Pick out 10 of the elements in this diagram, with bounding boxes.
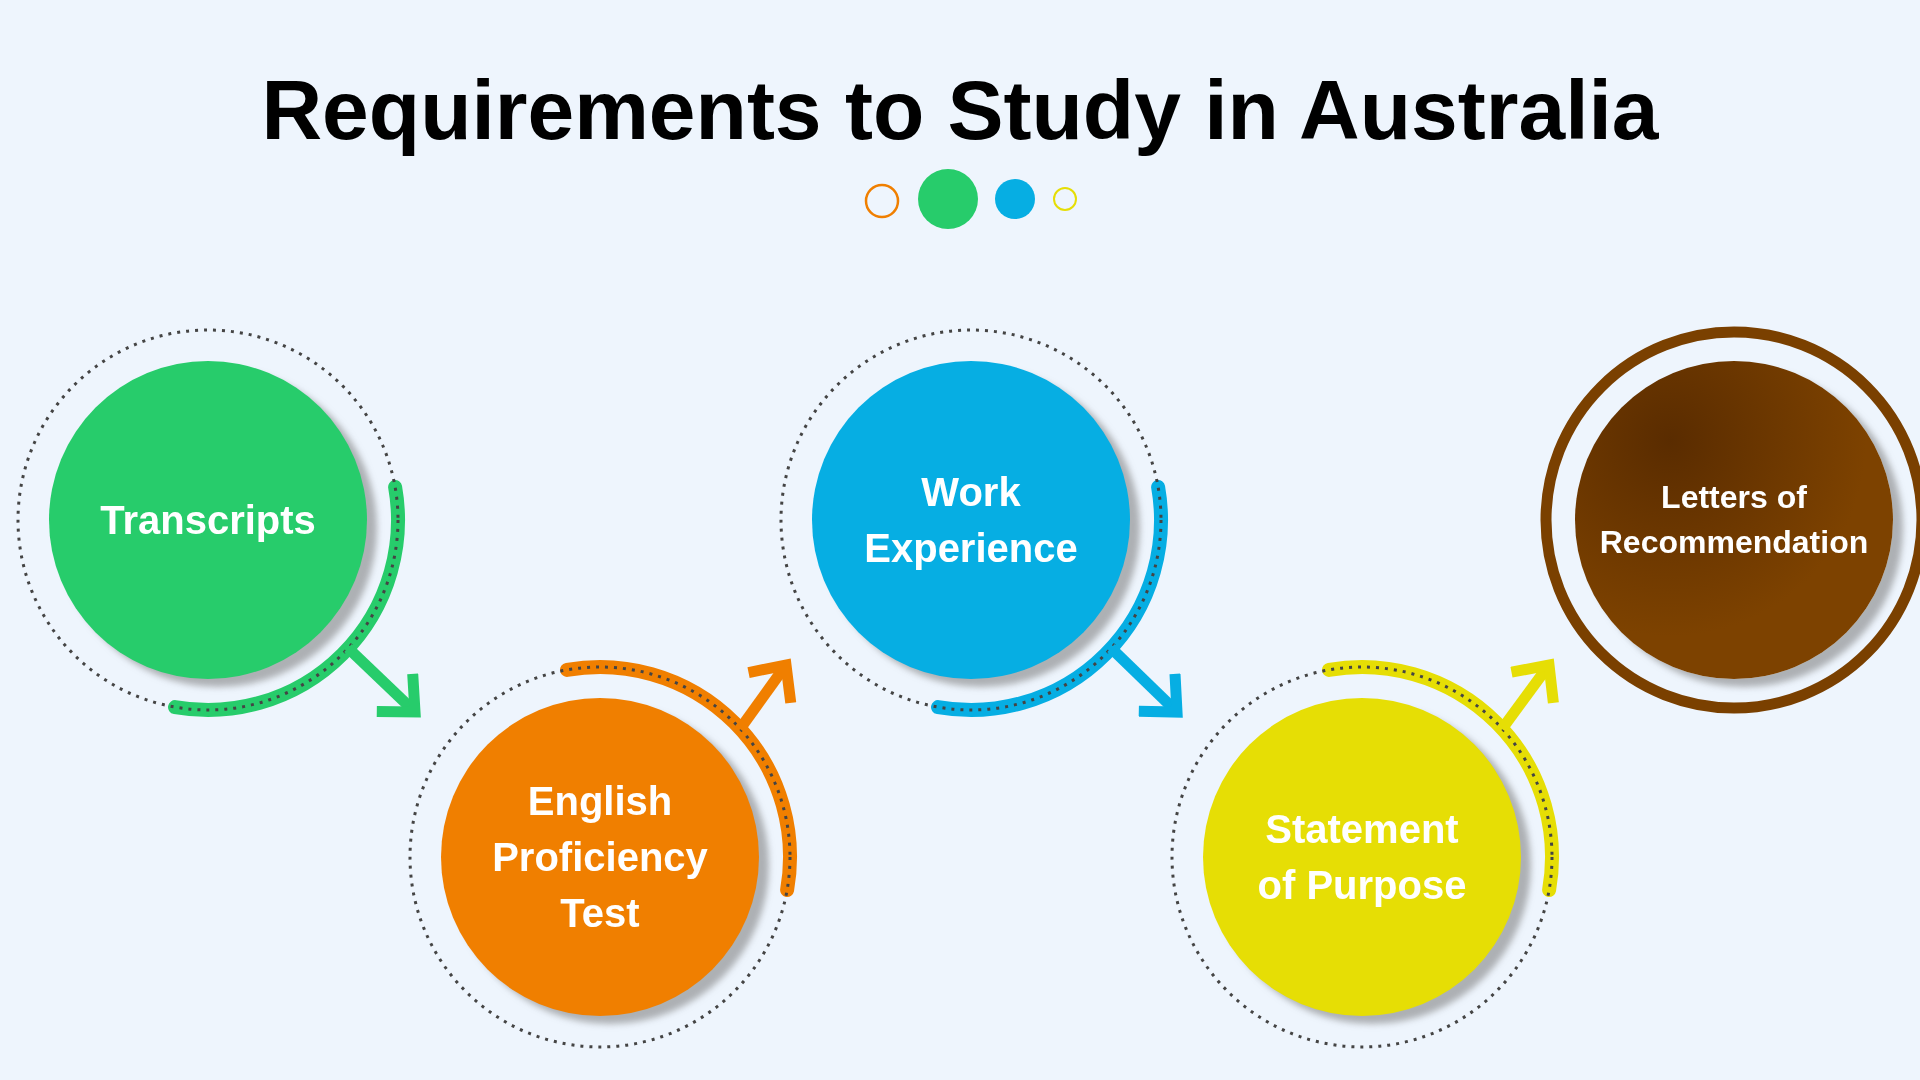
arrow	[1497, 659, 1559, 733]
title: Requirements to Study in Australia	[261, 62, 1659, 159]
step-label: Statement of Purpose	[1256, 806, 1468, 909]
step-label: Work Experience	[863, 469, 1079, 572]
step-label: Letters of Recommendation	[1598, 478, 1870, 562]
step-label: Transcripts	[100, 497, 316, 544]
arrow	[735, 659, 797, 733]
arrow	[1107, 644, 1183, 718]
arrow	[344, 644, 421, 718]
step-label: English Proficiency Test	[491, 778, 709, 937]
